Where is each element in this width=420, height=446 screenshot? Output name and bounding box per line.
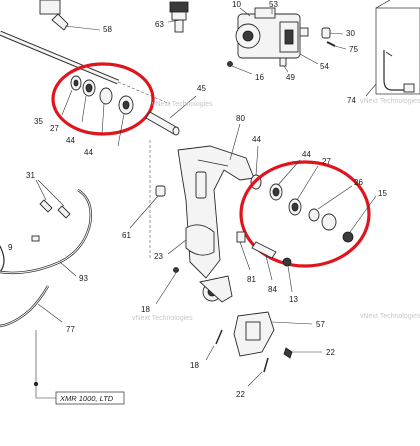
bushing-part-61 (129, 185, 166, 229)
callout-49: 49 (286, 73, 295, 82)
screw-part-75 (326, 41, 347, 50)
spacer-part-81 (236, 231, 251, 271)
callout-22-right: 22 (326, 348, 335, 357)
bolt-part-18-lower (205, 329, 223, 361)
callout-74: 74 (347, 96, 356, 105)
bolt-part-18-upper (155, 267, 179, 305)
bracket-part-58 (39, 0, 101, 31)
swing-arm-part-80 (177, 123, 255, 303)
model-label: XMR 1000, LTD (59, 394, 114, 403)
callout-80: 80 (236, 114, 245, 123)
callout-45: 45 (197, 84, 206, 93)
model-label-box (55, 391, 125, 405)
callout-53: 53 (269, 0, 278, 9)
callout-31: 31 (26, 171, 35, 180)
callout-13: 13 (289, 295, 298, 304)
left-bearing-group (70, 75, 134, 115)
callout-10: 10 (232, 0, 241, 9)
gearbox-assembly (235, 7, 309, 59)
callout-44-left-b: 44 (84, 148, 93, 157)
nut-part-16 (227, 61, 253, 75)
callout-44-right-a: 44 (252, 135, 261, 144)
highlight-circle-left (51, 62, 155, 136)
watermark-2: vNext Technologies (360, 98, 420, 105)
callout-57: 57 (316, 320, 325, 329)
bolt-part-22-bottom (247, 357, 269, 387)
clip-part-31 (35, 179, 71, 219)
shaft-part (0, 30, 171, 105)
callout-27-right: 27 (322, 157, 331, 166)
cable-part-77 (0, 285, 63, 328)
highlight-circle-right (239, 160, 371, 268)
callout-27-left: 27 (50, 124, 59, 133)
callout-9: 9 (8, 243, 13, 252)
right-bearing-group (250, 174, 354, 243)
callout-81: 81 (247, 275, 256, 284)
cable-part-93 (0, 188, 92, 277)
callout-23: 23 (154, 252, 163, 261)
clip-part-30 (321, 27, 344, 39)
bolt-part-49 (279, 57, 289, 73)
callout-16: 16 (255, 73, 264, 82)
callout-18-upper: 18 (141, 305, 150, 314)
callout-22-bottom: 22 (236, 390, 245, 399)
watermark-3: vNext Technologies (132, 315, 193, 322)
callout-93: 93 (79, 274, 88, 283)
callout-63: 63 (155, 20, 164, 29)
nut-part-13 (282, 257, 293, 293)
callout-30: 30 (346, 29, 355, 38)
watermark-1: vNext Technologies (152, 101, 213, 108)
callout-35: 35 (34, 117, 43, 126)
tube-part-45 (145, 95, 197, 136)
callout-15: 15 (378, 189, 387, 198)
callout-18-lower: 18 (190, 361, 199, 370)
callout-44-left-a: 44 (66, 136, 75, 145)
callout-75: 75 (349, 45, 358, 54)
callout-77: 77 (66, 325, 75, 334)
callout-54: 54 (320, 62, 329, 71)
callout-26: 26 (354, 178, 363, 187)
right-frame-part-74 (365, 0, 420, 97)
callout-84: 84 (268, 285, 277, 294)
bolt-part-22-right (283, 347, 322, 359)
bracket-part-57 (233, 311, 313, 357)
callout-61: 61 (122, 231, 131, 240)
cable-part-9 (0, 235, 40, 273)
spring-part-63 (167, 1, 189, 33)
watermark-4: vNext Technologies (360, 313, 420, 320)
sleeve-part-84 (251, 241, 277, 281)
callout-58: 58 (103, 25, 112, 34)
callout-44-right-b: 44 (302, 150, 311, 159)
